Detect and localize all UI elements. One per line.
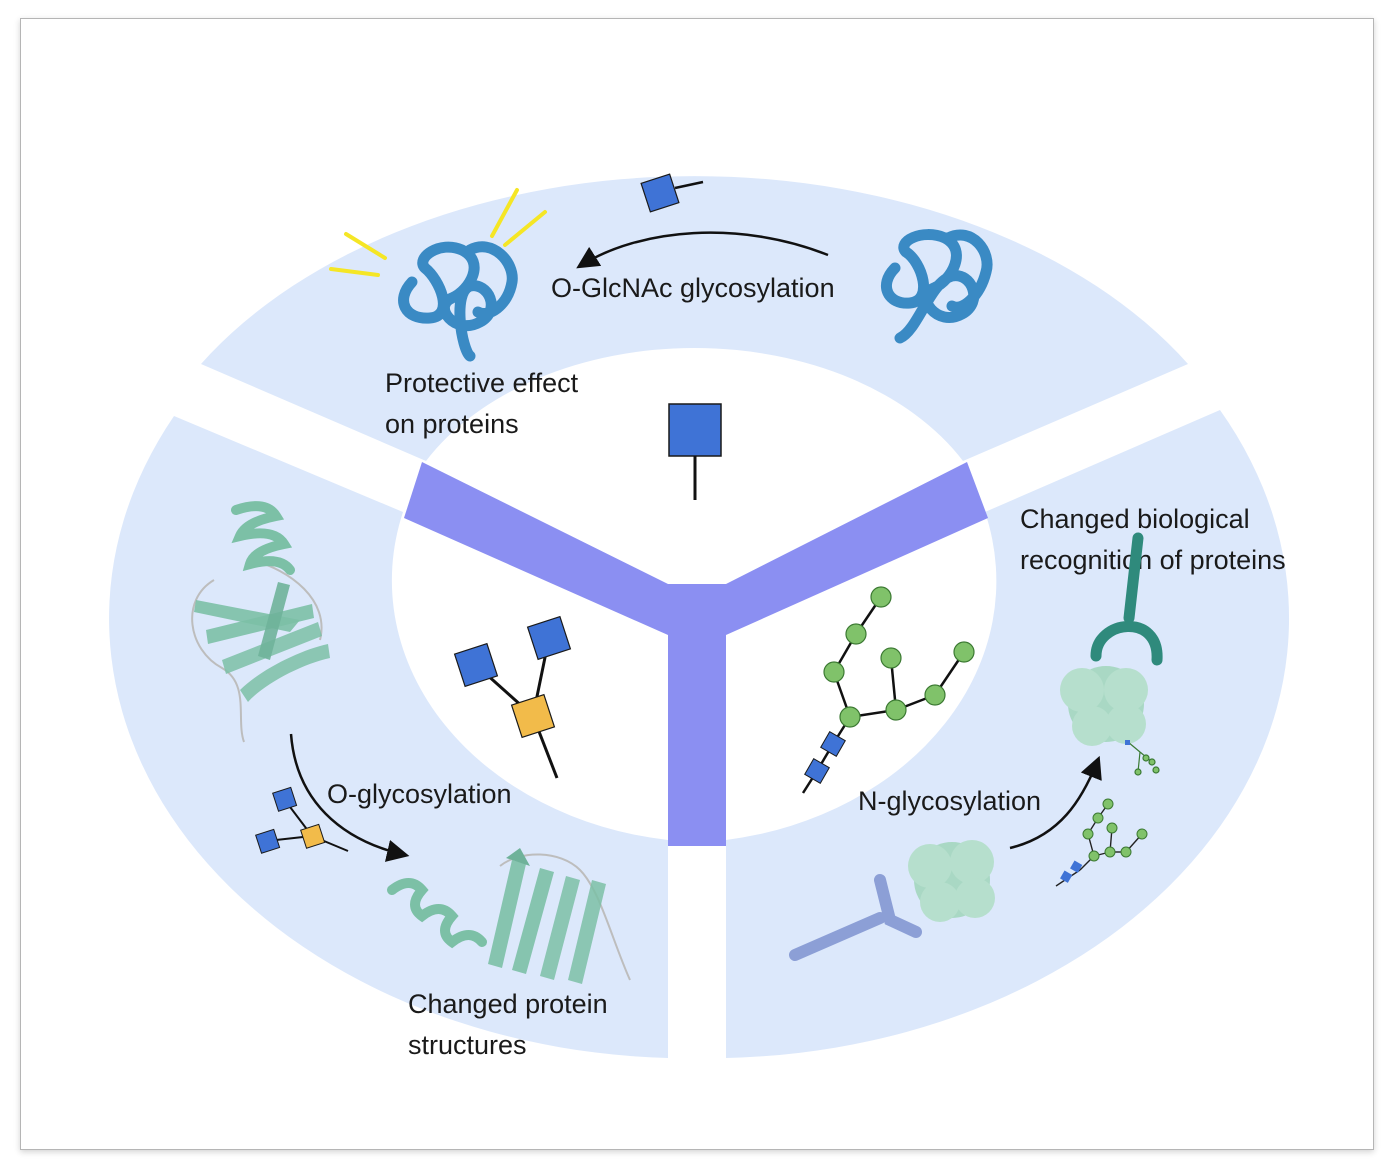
spark-icon: [329, 188, 547, 277]
o-glyco-label: O-glycosylation: [327, 779, 512, 809]
protein-ribbon-icon: [387, 848, 631, 984]
glcnac-square-icon: [1060, 860, 1083, 883]
receptor-icon: [789, 874, 922, 961]
n-glyco-label: N-glycosylation: [858, 786, 1041, 816]
left-sector: [109, 416, 668, 1058]
globular-protein-icon: [908, 840, 995, 922]
glcnac-square-icon: [804, 731, 846, 784]
protein-coil-icon: [398, 241, 518, 362]
changed-structures-label-line2: structures: [408, 1030, 527, 1060]
recognition-label-line2: recognition of proteins: [1020, 545, 1286, 575]
glcnac-square-icon: [640, 173, 704, 213]
protein-coil-icon: [880, 229, 993, 344]
protective-label-line1: Protective effect: [385, 368, 579, 398]
o-glcnac-label: O-GlcNAc glycosylation: [551, 273, 835, 303]
y-bar-stem: [668, 584, 726, 846]
n-glycan-icon: [1125, 740, 1160, 776]
protective-label-line2: on proteins: [385, 409, 519, 439]
o-glyco-arrow: [289, 733, 410, 862]
mannose-circle-icon: [1082, 798, 1148, 862]
glcnac-square-icon: [668, 403, 722, 500]
right-sector: [726, 410, 1290, 1058]
changed-structures-label-line1: Changed protein: [408, 989, 608, 1019]
o-glcnac-arrow: [576, 231, 829, 269]
n-glyco-arrow: [1009, 755, 1102, 850]
y-bar-right-arm: [726, 462, 988, 635]
mannose-circle-icon: [823, 586, 975, 728]
y-bar-left-arm: [404, 462, 668, 635]
globular-protein-icon: [1060, 666, 1148, 746]
receptor-icon: [1090, 532, 1163, 666]
recognition-label-line1: Changed biological: [1020, 504, 1250, 534]
o-glycan-icon: [453, 615, 572, 779]
o-glycan-icon: [255, 786, 349, 854]
protein-ribbon-icon: [191, 501, 330, 743]
